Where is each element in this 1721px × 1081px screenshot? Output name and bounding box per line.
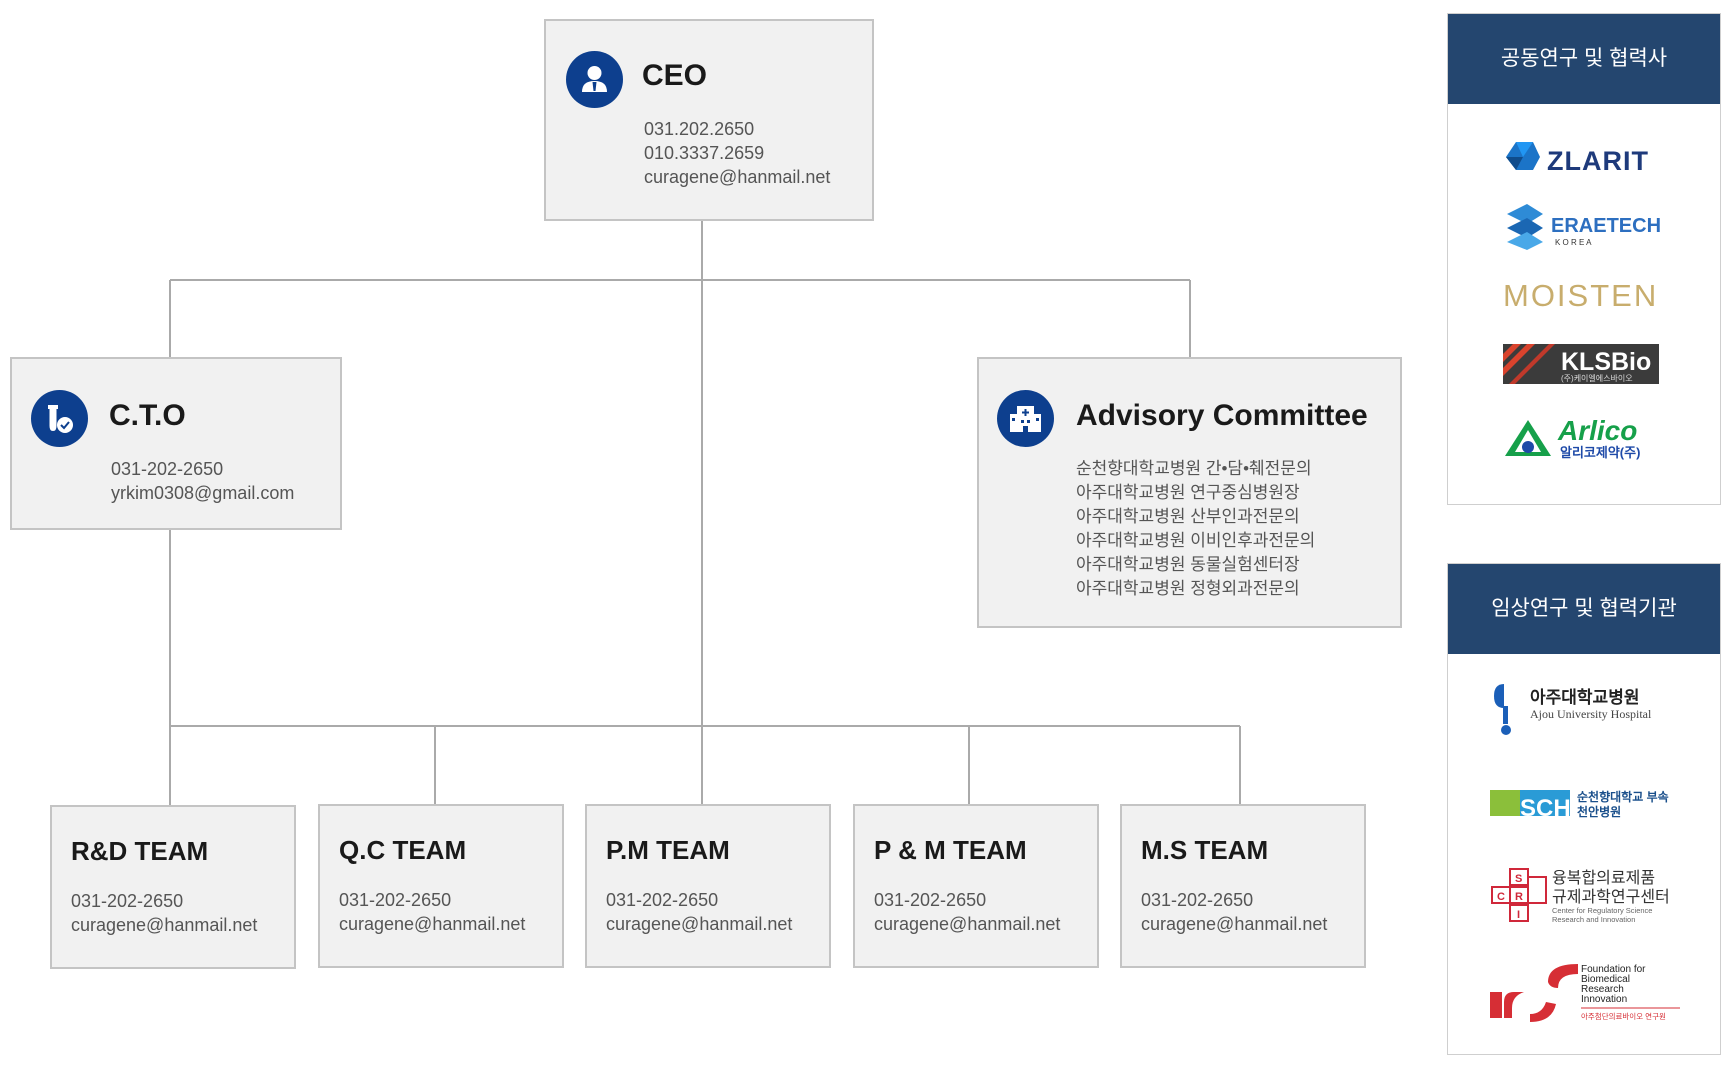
team-email: curagene@hanmail.net bbox=[71, 915, 258, 935]
team-phone: 031-202-2650 bbox=[339, 890, 452, 910]
team-phone: 031-202-2650 bbox=[606, 890, 719, 910]
svg-text:Ajou University Hospital: Ajou University Hospital bbox=[1530, 707, 1652, 721]
advisory-member: 아주대학교병원 산부인과전문의 bbox=[1076, 507, 1300, 526]
team-title: P & M TEAM bbox=[874, 835, 1027, 865]
team-contact: 031-202-2650 curagene@hanmail.net bbox=[71, 889, 257, 937]
team-title: P.M TEAM bbox=[606, 835, 730, 865]
team-title: Q.C TEAM bbox=[339, 835, 467, 865]
svg-text:ZLARIT: ZLARIT bbox=[1547, 146, 1649, 176]
svg-text:(주)케이엘에스바이오: (주)케이엘에스바이오 bbox=[1561, 373, 1633, 383]
crsi-logo-mark: S C R I 융복합의료제품 규제과학연구센터 Center for Regu… bbox=[1491, 868, 1670, 924]
clinical-partners-panel: 임상연구 및 협력기관 아주대학교병원 Ajou University Hosp… bbox=[1447, 563, 1721, 1055]
zlarit-logo: ZLARIT bbox=[1503, 137, 1673, 192]
team-contact: 031-202-2650 curagene@hanmail.net bbox=[606, 888, 792, 936]
team-phone: 031-202-2650 bbox=[874, 890, 987, 910]
zlarit-logo-mark: ZLARIT bbox=[1506, 142, 1649, 176]
klsbio-logo-mark: KLSBio (주)케이엘에스바이오 bbox=[1503, 344, 1659, 384]
advisory-member: 아주대학교병원 정형외과전문의 bbox=[1076, 579, 1300, 598]
svg-text:순천향대학교 부속: 순천향대학교 부속 bbox=[1577, 789, 1669, 804]
advisory-member: 아주대학교병원 연구중심병원장 bbox=[1076, 483, 1300, 502]
research-partners-heading: 공동연구 및 협력사 bbox=[1448, 14, 1720, 104]
team-email: curagene@hanmail.net bbox=[1141, 914, 1328, 934]
ceo-title: CEO bbox=[642, 59, 708, 92]
team-email: curagene@hanmail.net bbox=[874, 914, 1061, 934]
svg-text:S: S bbox=[1515, 873, 1522, 885]
svg-text:K O R E A: K O R E A bbox=[1555, 238, 1592, 247]
fbri-logo-mark: Foundation for Biomedical Research Innov… bbox=[1490, 964, 1680, 1022]
team-box-qc: Q.C TEAM 031-202-2650 curagene@hanmail.n… bbox=[318, 804, 564, 968]
cto-email: yrkim0308@gmail.com bbox=[111, 483, 295, 503]
fbri-logo: Foundation for Biomedical Research Innov… bbox=[1490, 962, 1690, 1033]
lab-test-icon bbox=[31, 390, 88, 447]
moisten-logo-mark: MOISTEN bbox=[1503, 278, 1658, 313]
team-contact: 031-202-2650 curagene@hanmail.net bbox=[339, 888, 525, 936]
svg-text:MOISTEN: MOISTEN bbox=[1503, 278, 1658, 313]
svg-text:아주첨단의료바이오 연구원: 아주첨단의료바이오 연구원 bbox=[1581, 1011, 1666, 1021]
team-box-ms: M.S TEAM 031-202-2650 curagene@hanmail.n… bbox=[1120, 804, 1366, 968]
team-contact: 031-202-2650 curagene@hanmail.net bbox=[874, 888, 1060, 936]
team-email: curagene@hanmail.net bbox=[339, 914, 526, 934]
svg-text:SCH: SCH bbox=[1520, 795, 1571, 822]
svg-text:Innovation: Innovation bbox=[1581, 994, 1627, 1005]
cto-box: C.T.O 031-202-2650 yrkim0308@gmail.com bbox=[10, 357, 342, 530]
team-phone: 031-202-2650 bbox=[71, 891, 184, 911]
eraetech-logo: ERAETECH K O R E A bbox=[1503, 202, 1673, 257]
svg-text:KLSBio: KLSBio bbox=[1561, 348, 1651, 376]
svg-text:알리코제약(주): 알리코제약(주) bbox=[1560, 445, 1640, 460]
ceo-contact: 031.202.2650 010.3337.2659 curagene@hanm… bbox=[644, 117, 830, 189]
crsi-logo: S C R I 융복합의료제품 규제과학연구센터 Center for Regu… bbox=[1490, 867, 1690, 932]
advisory-member: 아주대학교병원 동물실험센터장 bbox=[1076, 555, 1300, 574]
cto-title: C.T.O bbox=[109, 399, 186, 432]
klsbio-logo: KLSBio (주)케이엘에스바이오 bbox=[1503, 344, 1663, 391]
team-title: R&D TEAM bbox=[71, 836, 209, 866]
team-box-pm: P.M TEAM 031-202-2650 curagene@hanmail.n… bbox=[585, 804, 831, 968]
ajou-hospital-logo: 아주대학교병원 Ajou University Hospital bbox=[1490, 680, 1690, 741]
hospital-icon bbox=[997, 390, 1054, 447]
svg-text:아주대학교병원: 아주대학교병원 bbox=[1530, 688, 1639, 707]
team-title: M.S TEAM bbox=[1141, 835, 1269, 865]
advisory-title: Advisory Committee bbox=[1076, 399, 1368, 432]
person-icon bbox=[566, 51, 623, 108]
svg-text:융복합의료제품: 융복합의료제품 bbox=[1552, 869, 1655, 887]
svg-text:R: R bbox=[1515, 891, 1523, 903]
svg-text:C: C bbox=[1497, 891, 1505, 903]
advisory-box: Advisory Committee 순천향대학교병원 간•담•췌전문의 아주대… bbox=[977, 357, 1402, 628]
advisory-member: 아주대학교병원 이비인후과전문의 bbox=[1076, 531, 1316, 550]
team-box-pandm: P & M TEAM 031-202-2650 curagene@hanmail… bbox=[853, 804, 1099, 968]
cto-phone: 031-202-2650 bbox=[111, 459, 224, 479]
team-phone: 031-202-2650 bbox=[1141, 890, 1254, 910]
moisten-logo: MOISTEN bbox=[1503, 276, 1673, 321]
arlico-logo-mark: Arlico 알리코제약(주) bbox=[1505, 415, 1640, 460]
svg-text:천안병원: 천안병원 bbox=[1577, 804, 1621, 819]
svg-text:Foundation for: Foundation for bbox=[1581, 964, 1646, 975]
eraetech-logo-mark: ERAETECH K O R E A bbox=[1507, 204, 1661, 250]
team-box-rnd: R&D TEAM 031-202-2650 curagene@hanmail.n… bbox=[50, 805, 296, 969]
svg-text:Center for Regulatory Science: Center for Regulatory Science bbox=[1552, 906, 1652, 915]
ceo-phone1: 031.202.2650 bbox=[644, 119, 755, 139]
ceo-phone2: 010.3337.2659 bbox=[644, 143, 765, 163]
advisory-member: 순천향대학교병원 간•담•췌전문의 bbox=[1076, 459, 1312, 478]
team-email: curagene@hanmail.net bbox=[606, 914, 793, 934]
svg-text:규제과학연구센터: 규제과학연구센터 bbox=[1552, 888, 1670, 906]
research-partners-panel: 공동연구 및 협력사 ZLARIT ERAETECH K O R E A MOI… bbox=[1447, 13, 1721, 505]
ajou-hospital-logo-mark: 아주대학교병원 Ajou University Hospital bbox=[1494, 684, 1652, 735]
arlico-logo: Arlico 알리코제약(주) bbox=[1503, 414, 1663, 469]
sch-hospital-logo: SCH 순천향대학교 부속 천안병원 bbox=[1490, 786, 1690, 831]
sch-hospital-logo-mark: SCH 순천향대학교 부속 천안병원 bbox=[1490, 789, 1669, 822]
cto-contact: 031-202-2650 yrkim0308@gmail.com bbox=[111, 457, 294, 505]
ceo-email: curagene@hanmail.net bbox=[644, 167, 831, 187]
advisory-members: 순천향대학교병원 간•담•췌전문의 아주대학교병원 연구중심병원장 아주대학교병… bbox=[1076, 457, 1315, 601]
svg-text:ERAETECH: ERAETECH bbox=[1551, 215, 1661, 237]
svg-text:Research: Research bbox=[1581, 984, 1624, 995]
svg-text:I: I bbox=[1517, 909, 1520, 921]
svg-text:Arlico: Arlico bbox=[1557, 415, 1637, 446]
svg-text:Biomedical: Biomedical bbox=[1581, 974, 1630, 985]
team-contact: 031-202-2650 curagene@hanmail.net bbox=[1141, 888, 1327, 936]
clinical-partners-heading: 임상연구 및 협력기관 bbox=[1448, 564, 1720, 654]
ceo-box: CEO 031.202.2650 010.3337.2659 curagene@… bbox=[544, 19, 874, 221]
svg-text:Research and Innovation: Research and Innovation bbox=[1552, 915, 1635, 924]
